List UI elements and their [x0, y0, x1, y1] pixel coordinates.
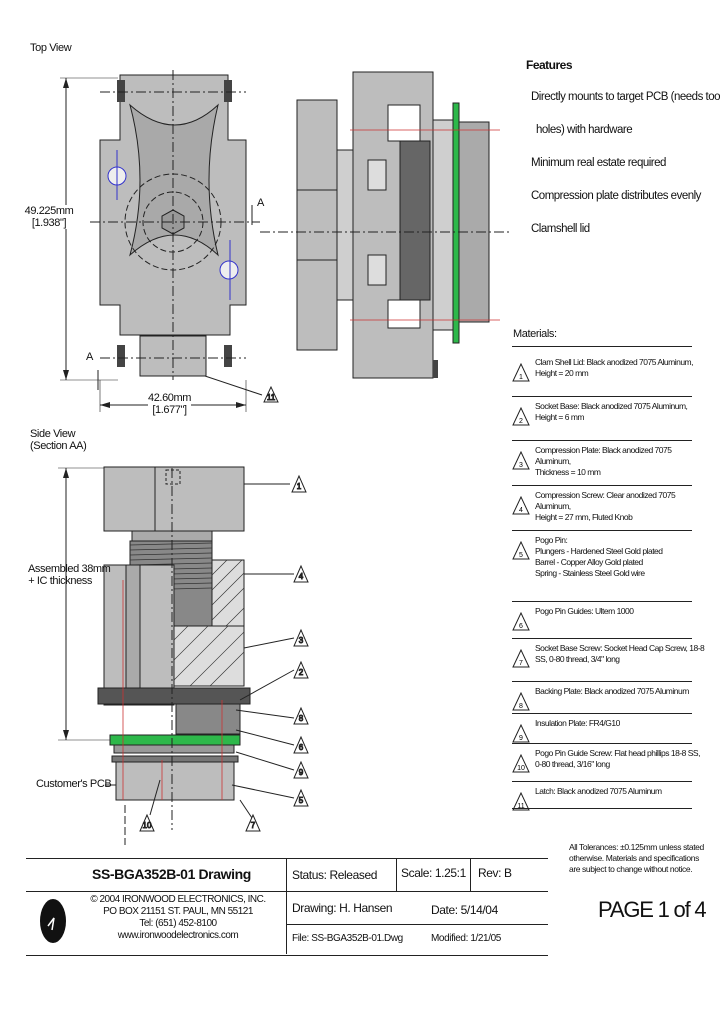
material-divider: [512, 743, 692, 744]
material-number-5: 5: [519, 552, 523, 559]
section-view-drawing: [58, 466, 295, 845]
material-divider: [512, 781, 692, 782]
section-marker-a-bottom: A: [86, 351, 93, 363]
material-item-11: Latch: Black anodized 7075 Aluminum: [535, 786, 662, 796]
material-number-2: 2: [519, 418, 523, 425]
title-block-vdivider-2: [396, 858, 397, 891]
section-aa-label: (Section AA): [30, 440, 87, 452]
material-number-4: 4: [519, 507, 523, 514]
material-marker-11: 11: [512, 792, 530, 811]
height-dimension-in: [1.938"]: [31, 217, 67, 229]
material-number-6: 6: [519, 623, 523, 630]
material-divider: [512, 440, 692, 441]
title-block: [26, 858, 548, 956]
status: Status: Released: [292, 868, 377, 882]
side-view-label: Side View (Section AA): [30, 428, 87, 452]
customers-pcb-label: Customer's PCB: [36, 778, 112, 790]
material-divider: [512, 713, 692, 714]
material-number-10: 10: [517, 765, 525, 772]
material-item-1: Clam Shell Lid: Black anodized 7075 Alum…: [535, 357, 694, 378]
top-view-drawing: [60, 70, 263, 412]
materials-title: Materials:: [513, 328, 557, 340]
page-number: PAGE 1 of 4: [598, 897, 707, 922]
top-view-label: Top View: [30, 42, 72, 54]
material-marker-1: 1: [512, 363, 530, 382]
file-name: File: SS-BGA352B-01.Dwg: [292, 933, 403, 944]
assembled-height-label: Assembled 38mm + IC thickness: [28, 563, 111, 587]
material-divider: [512, 396, 692, 397]
material-marker-7: 7: [512, 649, 530, 668]
material-number-3: 3: [519, 462, 523, 469]
company-info: © 2004 IRONWOOD ELECTRONICS, INC. PO BOX…: [90, 894, 266, 941]
material-number-1: 1: [519, 374, 523, 381]
section-marker-a-right: A: [257, 197, 264, 209]
title-block-divider-2: [286, 924, 548, 925]
features-title: Features: [526, 58, 573, 72]
material-item-3: Compression Plate: Black anodized 7075 A…: [535, 445, 672, 477]
assembled-height-line2: + IC thickness: [28, 575, 92, 587]
modified-date: Modified: 1/21/05: [431, 933, 501, 944]
height-dimension: 49.225mm [1.938"]: [20, 205, 78, 229]
side-view-title: Side View: [30, 428, 76, 440]
feature-item-4: Compression plate distributes evenly: [531, 190, 701, 202]
material-divider: [512, 601, 692, 602]
material-item-10: Pogo Pin Guide Screw: Flat head phillips…: [535, 748, 700, 769]
material-divider: [512, 485, 692, 486]
material-item-9: Insulation Plate: FR4/G10: [535, 718, 620, 728]
material-number-8: 8: [519, 703, 523, 710]
revision: Rev: B: [478, 866, 512, 880]
width-dimension-in: [1.677"]: [152, 404, 187, 416]
material-number-9: 9: [519, 735, 523, 742]
feature-item-5: Clamshell lid: [531, 223, 590, 235]
title-block-vdivider: [286, 858, 287, 954]
feature-item-2: holes) with hardware: [536, 124, 633, 136]
ironwood-logo: [40, 899, 66, 943]
material-item-4: Compression Screw: Clear anodized 7075 A…: [535, 490, 676, 522]
material-item-5: Pogo Pin: Plungers - Hardened Steel Gold…: [535, 535, 663, 578]
material-divider: [512, 530, 692, 531]
feature-item-1: Directly mounts to target PCB (needs too…: [531, 91, 720, 103]
drawing-title: SS-BGA352B-01 Drawing: [92, 866, 251, 882]
scale: Scale: 1.25:1: [401, 866, 466, 880]
tolerance-note: All Tolerances: ±0.125mm unless stated o…: [569, 842, 704, 874]
material-item-8: Backing Plate: Black anodized 7075 Alumi…: [535, 686, 689, 696]
material-marker-3: 3: [512, 451, 530, 470]
materials-divider: [512, 346, 692, 347]
drawing-author: Drawing: H. Hansen: [292, 901, 393, 915]
side-elevation-drawing: [260, 71, 510, 379]
height-dimension-mm: 49.225mm: [24, 205, 74, 217]
material-marker-10: 10: [512, 754, 530, 773]
material-marker-6: 6: [512, 612, 530, 631]
drawing-date: Date: 5/14/04: [431, 903, 498, 917]
material-marker-2: 2: [512, 407, 530, 426]
material-divider: [512, 681, 692, 682]
feature-item-3: Minimum real estate required: [531, 157, 666, 169]
title-block-divider: [26, 891, 548, 892]
material-divider: [512, 638, 692, 639]
material-marker-9: 9: [512, 724, 530, 743]
assembled-height-line1: Assembled 38mm: [28, 563, 111, 575]
material-marker-4: 4: [512, 496, 530, 515]
material-divider: [512, 808, 692, 809]
material-marker-5: 5: [512, 541, 530, 560]
material-number-11: 11: [517, 803, 524, 810]
material-item-7: Socket Base Screw: Socket Head Cap Screw…: [535, 643, 705, 664]
width-dimension-mm: 42.60mm: [148, 392, 192, 404]
width-dimension: 42.60mm [1.677"]: [148, 392, 191, 416]
title-block-vdivider-3: [470, 858, 471, 891]
material-marker-8: 8: [512, 692, 530, 711]
material-item-6: Pogo Pin Guides: Ultem 1000: [535, 606, 634, 616]
material-item-2: Socket Base: Black anodized 7075 Aluminu…: [535, 401, 688, 422]
material-number-7: 7: [519, 660, 523, 667]
